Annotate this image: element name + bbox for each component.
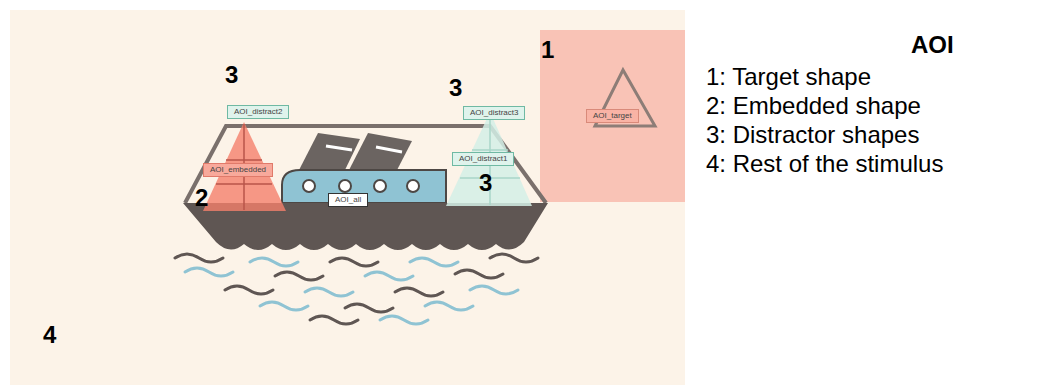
funnel [348,133,412,172]
aoi-name: AOI_embedded [210,165,266,175]
waves [175,254,538,324]
callout-number: 3 [449,74,462,102]
aoi-label-box: AOI_distract2 [227,105,289,119]
target-region [540,30,685,202]
callout-number: 3 [225,61,238,89]
key-item: 2: Embedded shape [706,92,921,120]
aoi-name: AOI_target [593,111,632,121]
funnel-stripe [326,146,352,150]
embedded-triangle [203,122,286,211]
funnel [298,133,360,172]
key-item: 3: Distractor shapes [706,121,919,149]
key-heading: AOI [911,31,954,59]
funnel-stripe [376,147,402,152]
key-item: 4: Rest of the stimulus [706,150,943,178]
porthole [407,180,419,192]
key-item: 1: Target shape [706,63,871,91]
aoi-label-box: AOI_distract1 [452,152,514,166]
callout-number: 1 [541,36,554,64]
aoi-name: AOI_all [335,195,361,205]
callout-number: 3 [479,169,492,197]
aoi-label-box: AOI_target [586,109,639,123]
aoi-name: AOI_distract3 [470,108,518,118]
porthole [303,180,315,192]
callout-number: 4 [43,321,56,349]
porthole [339,180,351,192]
aoi-name: AOI_distract1 [459,154,507,164]
stimulus-ground [10,10,685,385]
aoi-name: AOI_distract2 [234,107,282,117]
distractor-triangle [446,112,532,206]
aoi-label-box: AOI_embedded [203,163,273,177]
porthole [374,180,386,192]
callout-number: 2 [195,184,208,212]
aoi-label-box: AOI_all [328,193,368,207]
aoi-label-box: AOI_distract3 [463,106,525,120]
